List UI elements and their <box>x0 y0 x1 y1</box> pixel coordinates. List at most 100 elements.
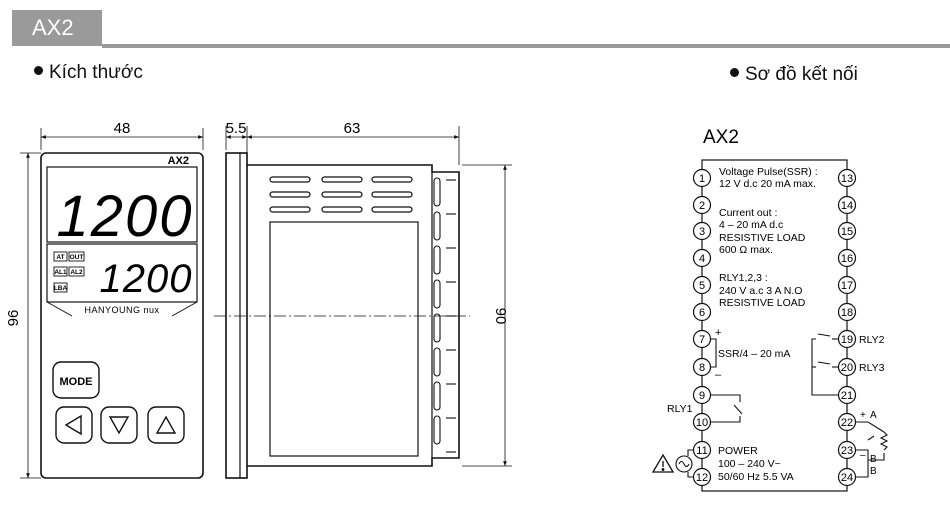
rly1-label: RLY1 <box>667 403 693 415</box>
ssr-output-wiring <box>710 338 717 368</box>
rtd-b1: B <box>870 454 877 465</box>
side-height-label: 90 <box>492 308 509 325</box>
sv-display: 1200 <box>100 257 193 301</box>
svg-text:16: 16 <box>841 253 853 265</box>
bullet-icon <box>730 68 739 78</box>
front-view <box>20 128 204 479</box>
terminal-23: 23 <box>837 440 857 460</box>
heading-dimensions: Kích thước <box>34 62 143 84</box>
svg-text:10: 10 <box>696 417 708 429</box>
terminal-16: 16 <box>837 248 857 268</box>
note-line: RESISTIVE LOAD <box>719 297 806 309</box>
svg-text:7: 7 <box>699 334 705 346</box>
bezel-dimension-label: 5.5 <box>226 120 247 137</box>
heading-dimensions-text: Kích thước <box>49 62 143 83</box>
svg-text:1: 1 <box>699 173 705 185</box>
terminal-15: 15 <box>837 221 857 241</box>
terminal-20: 20 <box>837 357 857 377</box>
terminal-8: 8 <box>692 357 712 377</box>
wiring-box <box>701 159 848 492</box>
terminal-2: 2 <box>692 195 712 215</box>
lamp-at: AT <box>56 254 64 261</box>
terminal-13: 13 <box>837 168 857 188</box>
bullet-icon <box>34 66 43 76</box>
rly3-label: RLY3 <box>859 362 885 374</box>
rly2-label: RLY2 <box>859 334 885 346</box>
svg-text:19: 19 <box>841 334 853 346</box>
note-line: 12 V d.c 20 mA max. <box>719 178 816 190</box>
svg-text:17: 17 <box>841 280 853 292</box>
model-label: AX2 <box>168 155 189 167</box>
note-line: RLY1,2,3 : <box>719 272 768 284</box>
terminal-7: 7 <box>692 329 712 349</box>
terminal-14: 14 <box>837 195 857 215</box>
svg-text:9: 9 <box>699 390 705 402</box>
warning-icon <box>651 453 675 473</box>
svg-text:18: 18 <box>841 307 853 319</box>
lamp-al2: AL2 <box>70 269 83 276</box>
right-terminals: 13 14 15 16 17 18 19 20 21 22 23 24 <box>837 168 857 487</box>
heading-wiring: Sơ đồ kết nối <box>730 64 858 86</box>
terminal-1: 1 <box>692 168 712 188</box>
terminal-24: 24 <box>837 467 857 487</box>
note-line: 240 V a.c 3 A N.O <box>719 285 802 297</box>
section-rule <box>102 44 950 48</box>
note-line: 600 Ω max. <box>719 244 773 256</box>
section-tab: AX2 <box>12 10 102 46</box>
svg-text:22: 22 <box>841 417 853 429</box>
side-view <box>214 126 512 479</box>
wiring-notes: Voltage Pulse(SSR) : 12 V d.c 20 mA max.… <box>719 166 818 309</box>
svg-text:20: 20 <box>841 362 853 374</box>
terminal-9: 9 <box>692 385 712 405</box>
terminal-12: 12 <box>692 467 712 487</box>
svg-text:2: 2 <box>699 200 705 212</box>
mode-button-label: MODE <box>60 376 93 388</box>
svg-text:6: 6 <box>699 307 705 319</box>
svg-text:14: 14 <box>841 200 853 212</box>
ssr-plus: + <box>715 327 721 339</box>
ssr-minus: – <box>715 369 722 381</box>
pv-display: 1200 <box>56 184 193 249</box>
terminal-10: 10 <box>692 412 712 432</box>
front-width-label: 48 <box>114 120 131 137</box>
rly1-wiring <box>710 394 743 423</box>
rtd-a: A <box>870 410 877 421</box>
rtd-input-wiring <box>855 421 889 478</box>
left-terminals: 1 2 3 4 5 6 7 8 9 10 11 12 <box>692 168 712 487</box>
terminal-5: 5 <box>692 275 712 295</box>
terminal-21: 21 <box>837 385 857 405</box>
rtd-b2: B <box>870 466 877 477</box>
terminal-11: 11 <box>692 440 712 460</box>
svg-text:21: 21 <box>841 390 853 402</box>
terminal-6: 6 <box>692 302 712 322</box>
rtd-plus: + <box>860 410 866 421</box>
terminal-18: 18 <box>837 302 857 322</box>
heading-wiring-text: Sơ đồ kết nối <box>745 64 858 85</box>
svg-text:23: 23 <box>841 445 853 457</box>
svg-text:11: 11 <box>696 445 707 457</box>
power-voltage: 100 – 240 V~ <box>718 458 781 470</box>
brand-label: HANYOUNG nux <box>84 305 159 315</box>
lamp-al1: AL1 <box>54 269 67 276</box>
ssr-label: SSR/4 – 20 mA <box>718 348 790 360</box>
terminal-17: 17 <box>837 275 857 295</box>
lamp-lba: LBA <box>54 285 68 292</box>
svg-text:24: 24 <box>841 472 853 484</box>
lamp-out: OUT <box>70 254 84 261</box>
terminal-4: 4 <box>692 248 712 268</box>
wiring-title: AX2 <box>703 127 739 148</box>
terminal-3: 3 <box>692 221 712 241</box>
note-line: Voltage Pulse(SSR) : <box>719 166 818 178</box>
terminal-22: 22 <box>837 412 857 432</box>
svg-text:12: 12 <box>696 472 708 484</box>
power-frequency: 50/60 Hz 5.5 VA <box>718 471 794 483</box>
power-label: POWER <box>718 445 758 457</box>
svg-text:4: 4 <box>699 253 705 265</box>
status-lamps: AT OUT AL1 AL2 LBA <box>53 251 85 293</box>
svg-text:13: 13 <box>841 173 853 185</box>
svg-text:15: 15 <box>841 226 853 238</box>
power-wiring <box>675 449 694 478</box>
note-line: RESISTIVE LOAD <box>719 232 806 244</box>
depth-dimension-label: 63 <box>344 120 361 137</box>
